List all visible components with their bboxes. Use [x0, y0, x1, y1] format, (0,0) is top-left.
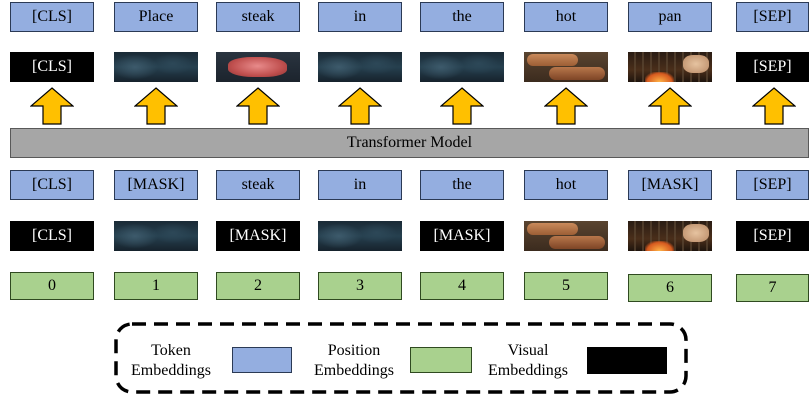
input-visual-frame-3: [318, 221, 402, 251]
input-visual-frame-1: [114, 221, 198, 251]
legend-token-swatch: [232, 347, 292, 373]
up-arrow-icon: [338, 87, 382, 125]
output-visual-frame-5: [524, 52, 608, 82]
output-token-pan: pan: [628, 2, 712, 32]
legend-dashed-border: [114, 322, 688, 394]
position-7: 7: [736, 274, 809, 302]
up-arrow-icon: [752, 87, 796, 125]
legend-visual-label: Visual Embeddings: [478, 341, 578, 381]
up-arrow-icon: [544, 87, 588, 125]
legend-visual-line-1: Visual: [507, 342, 549, 359]
input-token-cls: [CLS]: [10, 170, 94, 200]
legend-token-line-2: Embeddings: [131, 362, 211, 379]
position-4: 4: [420, 272, 504, 300]
input-visual-sep: [SEP]: [736, 221, 809, 251]
output-token-the: the: [420, 2, 504, 32]
input-token-mask-6: [MASK]: [628, 170, 712, 200]
position-3: 3: [318, 272, 402, 300]
output-visual-frame-1: [114, 52, 198, 82]
legend-position-line-1: Position: [327, 342, 381, 359]
legend-token-label: Token Embeddings: [126, 341, 216, 381]
legend-visual-line-2: Embeddings: [488, 362, 568, 379]
legend-position-swatch: [410, 347, 472, 373]
input-token-steak: steak: [216, 170, 300, 200]
output-visual-frame-3: [318, 52, 402, 82]
output-token-hot: hot: [524, 2, 608, 32]
output-visual-frame-2: [216, 52, 300, 82]
input-visual-mask-2: [MASK]: [216, 221, 300, 251]
up-arrow-icon: [134, 87, 178, 125]
up-arrow-icon: [236, 87, 280, 125]
position-2: 2: [216, 272, 300, 300]
output-token-place: Place: [114, 2, 198, 32]
output-token-in: in: [318, 2, 402, 32]
output-visual-frame-6: [628, 52, 712, 82]
transformer-model-label: Transformer Model: [346, 134, 473, 151]
up-arrow-icon: [440, 87, 484, 125]
legend-token-line-1: Token: [151, 342, 191, 359]
input-token-mask-1: [MASK]: [114, 170, 198, 200]
output-token-sep: [SEP]: [736, 2, 809, 32]
input-token-hot: hot: [524, 170, 608, 200]
legend-position-label: Position Embeddings: [304, 341, 404, 381]
input-token-sep: [SEP]: [736, 170, 809, 200]
output-visual-frame-4: [420, 52, 504, 82]
output-visual-sep: [SEP]: [736, 52, 809, 82]
input-visual-frame-6: [628, 221, 712, 251]
legend-position-line-2: Embeddings: [314, 362, 394, 379]
position-5: 5: [524, 272, 608, 300]
position-6: 6: [628, 274, 712, 302]
input-visual-frame-5: [524, 221, 608, 251]
input-token-in: in: [318, 170, 402, 200]
up-arrow-icon: [648, 87, 692, 125]
position-0: 0: [10, 272, 94, 300]
output-visual-cls: [CLS]: [10, 52, 94, 82]
legend-visual-swatch: [587, 347, 667, 374]
up-arrow-icon: [30, 87, 74, 125]
position-1: 1: [114, 272, 198, 300]
transformer-model-bar: Transformer Model: [10, 128, 809, 158]
input-token-the: the: [420, 170, 504, 200]
input-visual-cls: [CLS]: [10, 221, 94, 251]
output-token-steak: steak: [216, 2, 300, 32]
input-visual-mask-4: [MASK]: [420, 221, 504, 251]
output-token-cls: [CLS]: [10, 2, 94, 32]
